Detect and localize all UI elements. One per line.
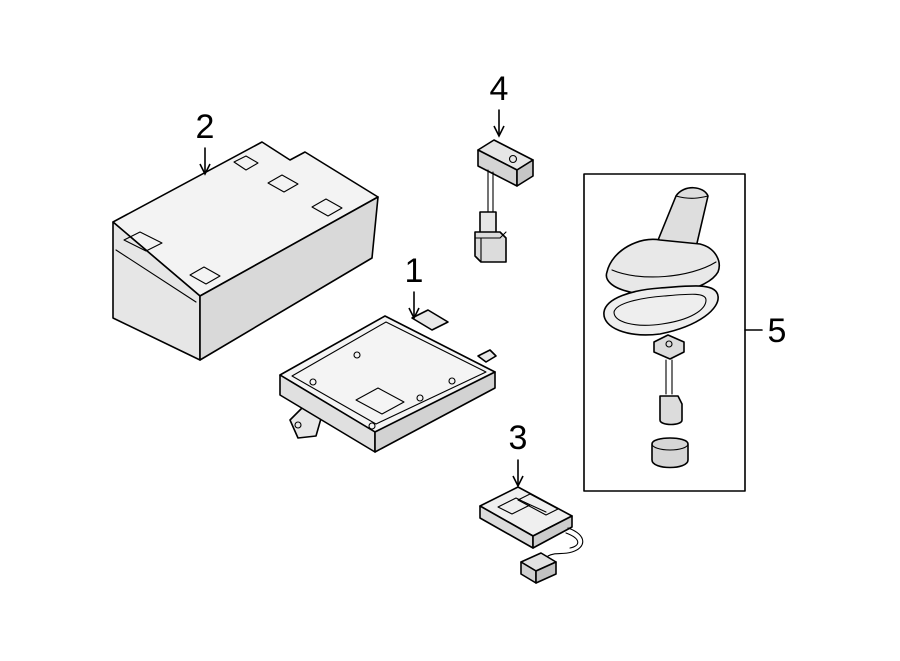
callout-2: 2 bbox=[196, 108, 215, 146]
callout-4: 4 bbox=[490, 70, 509, 108]
part-3-receiver-module bbox=[479, 486, 584, 584]
part-2-cover-housing bbox=[112, 141, 379, 361]
part-5-antenna-assembly bbox=[583, 173, 746, 492]
part-1-control-module bbox=[279, 309, 497, 453]
callout-arrows bbox=[199, 109, 763, 488]
part-4-wiring-connector bbox=[474, 139, 534, 263]
part-5-frame bbox=[583, 173, 746, 492]
callout-1: 1 bbox=[405, 252, 424, 290]
callout-3: 3 bbox=[509, 419, 528, 457]
callout-5: 5 bbox=[768, 312, 787, 350]
